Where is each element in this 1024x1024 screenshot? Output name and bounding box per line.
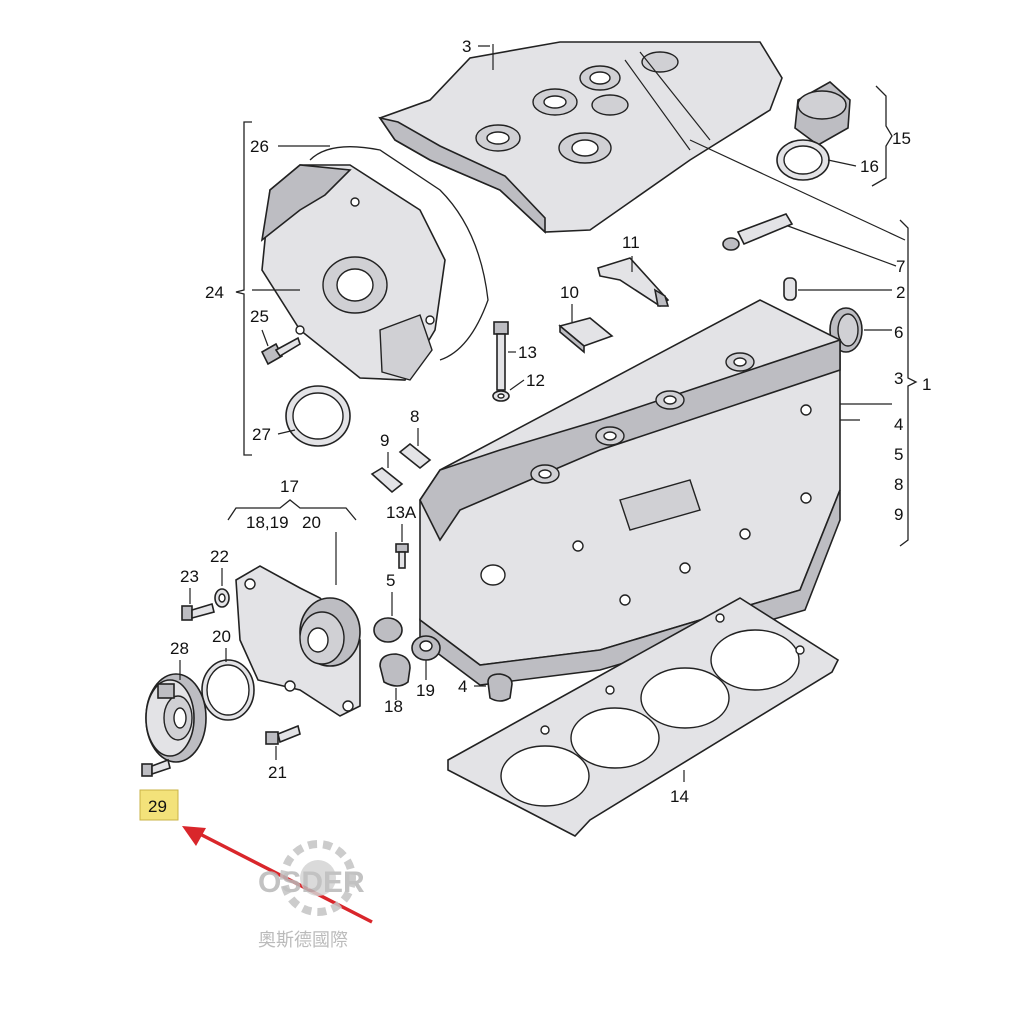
pin-2 — [783, 277, 797, 301]
label-1: 1 — [922, 375, 931, 394]
label-13: 13 — [518, 343, 537, 362]
label-20-left: 20 — [212, 627, 231, 646]
label-25: 25 — [250, 307, 269, 326]
oring-20 — [201, 659, 255, 721]
label-3-top: 3 — [462, 37, 471, 56]
label-23: 23 — [180, 567, 199, 586]
label-11: 11 — [622, 233, 640, 252]
label-19: 19 — [416, 681, 435, 700]
label-9-right: 9 — [894, 505, 903, 524]
label-5-right: 5 — [894, 445, 903, 464]
label-13a: 13A — [386, 503, 417, 522]
washer-12 — [492, 390, 510, 402]
stud-9 — [370, 467, 404, 494]
label-3-right: 3 — [894, 369, 903, 388]
label-6: 6 — [894, 323, 903, 342]
part-11 — [597, 257, 670, 307]
bush-5 — [373, 617, 403, 643]
cylinder-head-cover — [378, 41, 783, 234]
flange-28 — [145, 673, 207, 763]
part-7 — [722, 213, 794, 251]
label-8-right: 8 — [894, 475, 903, 494]
label-9: 9 — [380, 431, 389, 450]
label-29: 29 — [148, 797, 167, 816]
label-18: 18 — [384, 697, 403, 716]
washer-22 — [214, 588, 230, 608]
watermark-caption: 奧斯德國際 — [258, 930, 348, 951]
watermark-logo: OSDER 奧斯德國際 — [258, 840, 365, 951]
label-22: 22 — [210, 547, 229, 566]
watermark-logo-text: OSDER — [258, 866, 365, 899]
timing-cover — [260, 146, 489, 381]
pump-housing — [235, 565, 361, 717]
label-8: 8 — [410, 407, 419, 426]
label-16: 16 — [860, 157, 879, 176]
bolt-21 — [265, 724, 301, 745]
bolt-29 — [141, 758, 171, 777]
label-20-top: 20 — [302, 513, 321, 532]
label-4-right: 4 — [894, 415, 903, 434]
label-29-highlight[interactable]: 29 — [139, 789, 179, 821]
label-4-left: 4 — [458, 677, 467, 696]
bush-18 — [379, 653, 411, 687]
cylinder-head — [419, 299, 860, 686]
label-2: 2 — [896, 283, 905, 302]
oil-filler-cap — [776, 81, 851, 181]
label-21: 21 — [268, 763, 287, 782]
bush-19 — [411, 635, 441, 661]
label-10: 10 — [560, 283, 579, 302]
bolt-25 — [260, 336, 301, 366]
cylinder-head-gasket — [447, 597, 840, 837]
bolt-23 — [181, 602, 215, 621]
part-10 — [558, 317, 614, 354]
stud-8 — [398, 442, 432, 470]
bolt-13 — [493, 321, 509, 391]
label-28: 28 — [170, 639, 189, 658]
label-15: 15 — [892, 129, 911, 148]
label-7: 7 — [896, 257, 905, 276]
label-17: 17 — [280, 477, 299, 496]
label-24: 24 — [205, 283, 224, 302]
label-18-19: 18,19 — [246, 513, 289, 532]
bush-4 — [487, 673, 513, 702]
label-5-left: 5 — [386, 571, 395, 590]
label-12: 12 — [526, 371, 545, 390]
label-27: 27 — [252, 425, 271, 444]
label-14: 14 — [670, 787, 689, 806]
label-26: 26 — [250, 137, 269, 156]
bolt-13a — [395, 543, 409, 569]
